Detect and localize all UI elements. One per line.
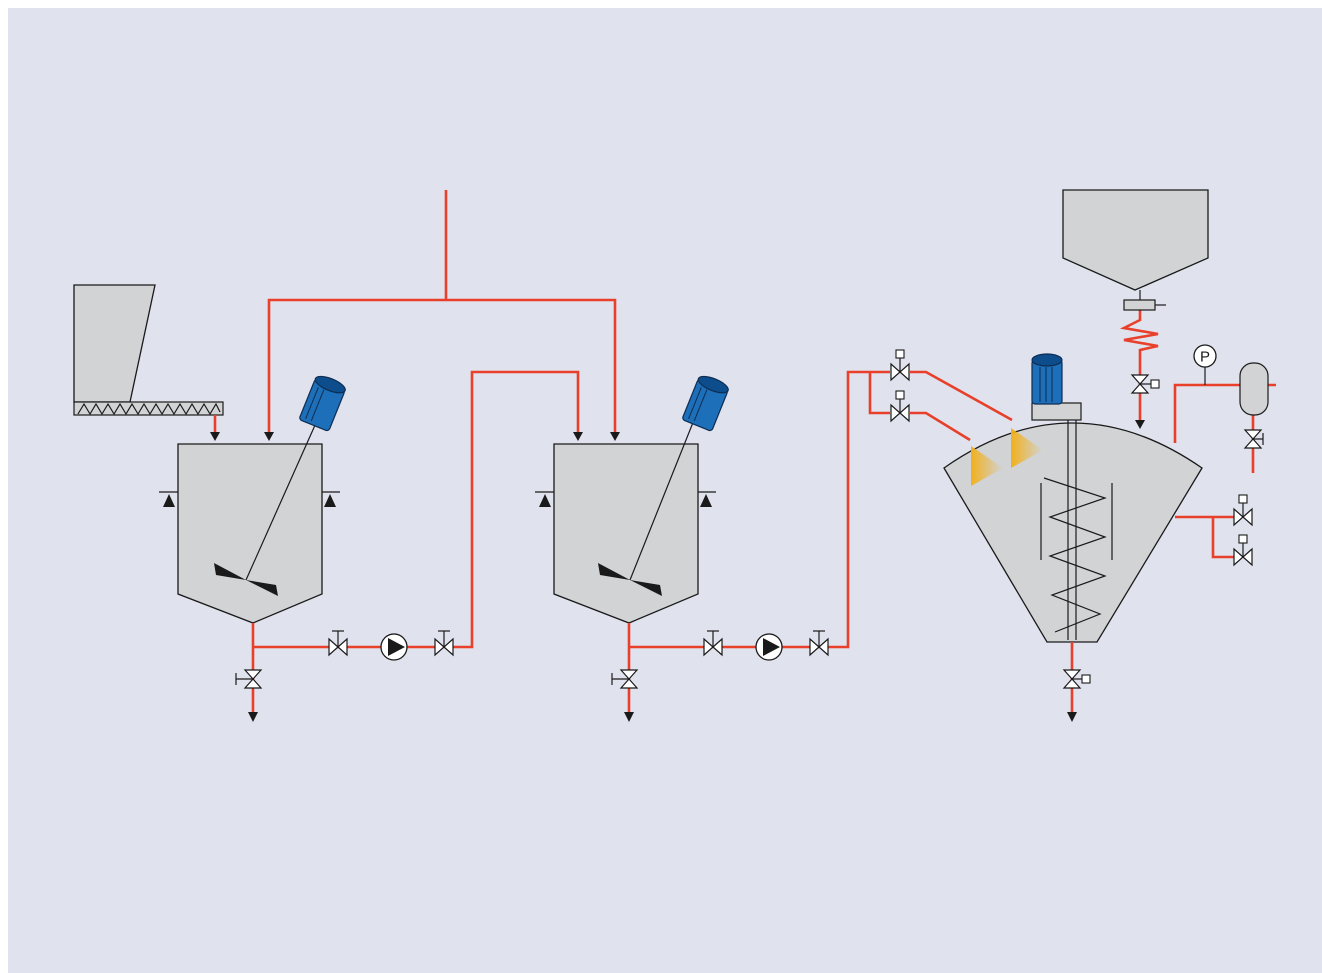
pressure-gauge-label: P [1200,349,1210,366]
inlet-valve-upper-icon [890,349,910,382]
spray-nozzle-2-icon [1011,428,1043,468]
jacket-line [1175,515,1234,559]
agitator-2 [598,404,701,596]
drain-valve-2-icon [611,669,639,689]
jacket-valve-lower-icon [1233,534,1253,567]
motor-3-icon [1031,353,1063,405]
spray-nozzle-1-icon [971,446,1003,486]
agitator-1 [214,404,325,596]
dryer-discharge-valve-icon [1062,669,1091,689]
tank-2-outlet-line [624,370,1013,722]
motor-2-icon [682,375,729,432]
inlet-valve-lower-icon [890,390,910,423]
silo-valve-icon [1130,374,1160,394]
silo-feed-line [1119,310,1159,429]
valve-1a-icon [328,630,348,657]
conical-dryer-vessel [943,422,1203,643]
condenser-valve-icon [1243,429,1264,449]
motor-1-icon [299,375,346,432]
valve-2a-icon [703,630,723,657]
pressure-gauge-icon: P [1193,344,1217,385]
valve-1b-icon [434,630,454,657]
pump-1-icon [380,633,408,661]
mixing-tank-2 [535,443,716,624]
gas-supply-header [264,190,620,441]
mixing-tank-1 [159,443,340,624]
condenser-vessel [1239,362,1269,416]
valve-2b-icon [809,630,829,657]
pump-2-icon [755,633,783,661]
screw-shaft [1040,418,1113,640]
jacket-valve-upper-icon [1233,494,1253,527]
screw-conveyor [73,401,224,441]
drain-valve-1-icon [235,669,263,689]
rotary-valve-icon [1123,290,1166,311]
drive-housing [1031,402,1082,421]
upper-silo [1062,189,1209,291]
